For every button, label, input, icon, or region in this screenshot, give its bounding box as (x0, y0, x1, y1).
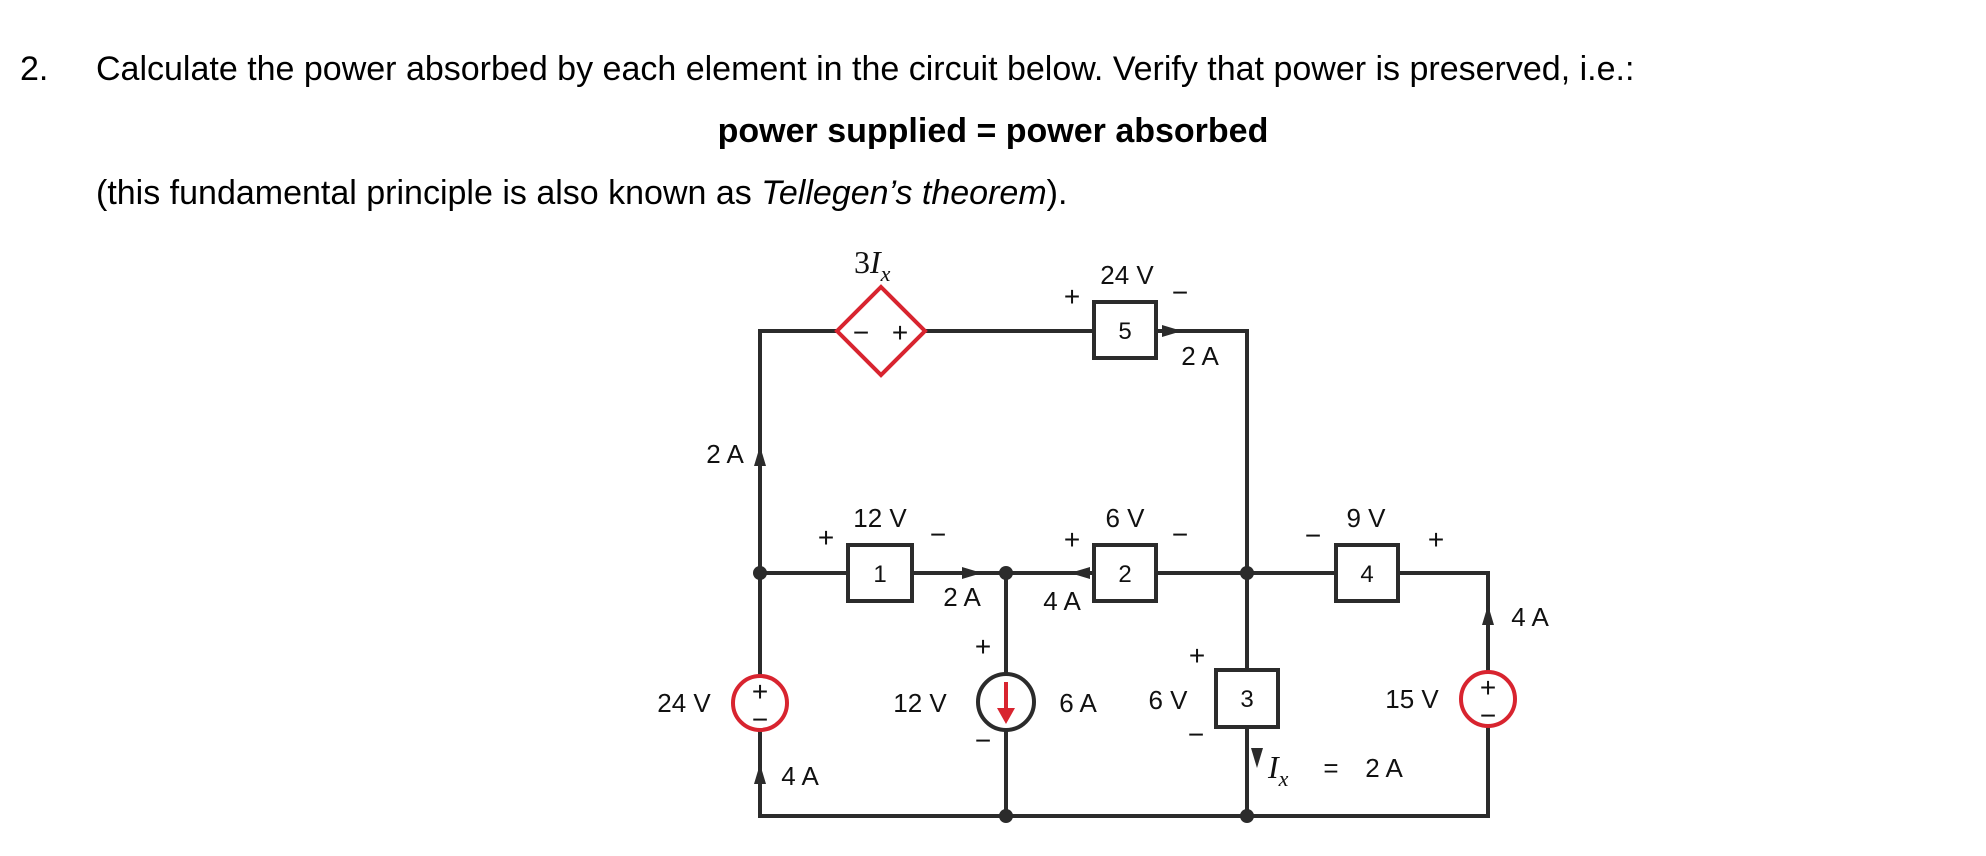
element-4: 4 9 V − + (1305, 503, 1444, 603)
csource-voltage: 12 V (893, 688, 947, 718)
voltage-source-15v: + − 15 V 4 A (1385, 602, 1549, 731)
current-arrow-down-icon (1251, 748, 1263, 768)
element-3: 3 6 V + − Ix = 2 A (1148, 640, 1403, 791)
element-1-current: 2 A (943, 582, 981, 612)
element-5-plus: + (1064, 281, 1080, 312)
csource-plus: + (975, 631, 991, 662)
equation-text: power supplied = power absorbed (717, 112, 1269, 150)
element-4-plus: + (1428, 524, 1444, 555)
current-arrow-left-icon (1070, 567, 1090, 579)
element-3-number: 3 (1240, 686, 1253, 713)
node-dot (999, 809, 1013, 823)
element-2-plus: + (1064, 524, 1080, 555)
dep-sub: x (880, 261, 891, 286)
current-arrow-icon (1162, 325, 1182, 337)
csource-minus: − (975, 725, 991, 756)
dep-coef: 3 (854, 244, 870, 280)
dependent-voltage-source: − + 3Ix (834, 244, 928, 378)
element-3-voltage: 6 V (1148, 685, 1188, 715)
source-15v-minus: − (1480, 700, 1496, 731)
problem-number: 2. (20, 50, 49, 88)
ix-label: Ix (1267, 749, 1289, 791)
question-text: Calculate the power absorbed by each ele… (96, 50, 1635, 88)
element-4-box (1334, 543, 1400, 603)
node-dot (999, 566, 1013, 580)
source-15v-voltage: 15 V (1385, 684, 1439, 714)
node-dot (753, 566, 767, 580)
dep-var: I (869, 244, 882, 280)
element-5-number: 5 (1118, 318, 1131, 345)
note-text: (this fundamental principle is also know… (96, 174, 1067, 213)
element-5-voltage: 24 V (1100, 260, 1154, 290)
current-arrow-up-icon (754, 446, 766, 466)
note-start: (this fundamental principle is also know… (96, 174, 762, 212)
element-3-minus: − (1188, 719, 1204, 750)
dep-minus-sign: − (853, 317, 869, 348)
current-arrow-up-icon (1482, 605, 1494, 625)
element-5: 5 24 V + − 2 A (1064, 260, 1220, 371)
junction-dots (753, 566, 1254, 823)
element-4-voltage: 9 V (1346, 503, 1386, 533)
left-branch-current-label: 2 A (706, 439, 744, 469)
element-4-minus: − (1305, 520, 1321, 551)
source-24v-minus: − (752, 704, 768, 735)
element-3-box (1214, 668, 1280, 729)
element-1-minus: − (930, 519, 946, 550)
element-5-minus: − (1172, 277, 1188, 308)
dep-plus-sign: + (892, 317, 908, 348)
wires (758, 329, 1490, 818)
theorem-name: Tellegen’s theorem (761, 174, 1047, 212)
element-2-voltage: 6 V (1105, 503, 1145, 533)
ix-equals: = (1323, 753, 1338, 783)
element-4-number: 4 (1360, 561, 1373, 588)
element-1-plus: + (818, 522, 834, 553)
voltage-source-24v: + − 24 V 4 A (657, 674, 819, 791)
element-1-voltage: 12 V (853, 503, 907, 533)
node-dot (1240, 566, 1254, 580)
element-3-plus: + (1189, 640, 1205, 671)
source-15v-current: 4 A (1511, 602, 1549, 632)
element-2-number: 2 (1118, 561, 1131, 588)
current-source-arrow-head (997, 708, 1015, 724)
ix-sub: x (1278, 766, 1289, 791)
voltage-source-icon (1459, 670, 1517, 728)
source-15v-plus: + (1480, 672, 1496, 703)
current-arrow-up-icon (754, 764, 766, 784)
voltage-source-icon (731, 674, 789, 732)
element-2-minus: − (1172, 519, 1188, 550)
left-branch-current: 2 A (706, 439, 766, 469)
element-1-number: 1 (873, 561, 886, 588)
ix-value: 2 A (1365, 753, 1403, 783)
element-2-current: 4 A (1043, 586, 1081, 616)
element-5-current: 2 A (1181, 341, 1219, 371)
wire-top-right (1154, 329, 1249, 575)
current-source-6a: + − 12 V 6 A (893, 631, 1097, 756)
ix-var: I (1267, 749, 1280, 785)
element-1-box (846, 543, 914, 603)
source-24v-current: 4 A (781, 761, 819, 791)
dependent-source-label: 3Ix (854, 244, 891, 286)
element-2: 2 6 V + − 4 A (1043, 503, 1188, 616)
diamond-source-icon (834, 284, 928, 378)
element-5-box (1092, 300, 1158, 360)
node-dot (1240, 809, 1254, 823)
wire-middle-4 (1396, 571, 1490, 672)
source-24v-voltage: 24 V (657, 688, 711, 718)
csource-current: 6 A (1059, 688, 1097, 718)
element-2-box (1092, 543, 1158, 603)
element-1: 1 12 V + − 2 A (818, 503, 982, 612)
source-24v-plus: + (752, 676, 768, 707)
note-end: ). (1046, 174, 1068, 212)
current-arrow-icon (962, 567, 982, 579)
